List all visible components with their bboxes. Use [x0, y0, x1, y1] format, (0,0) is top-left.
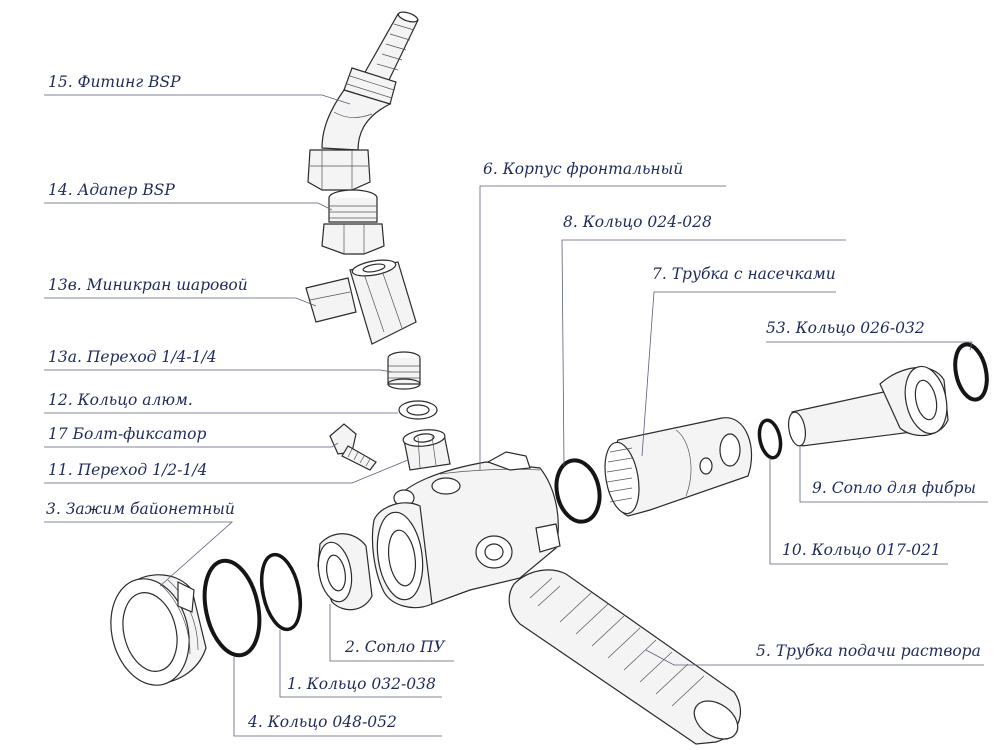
- leader-10: [769, 458, 948, 565]
- part-8-ring-024-028: [554, 458, 602, 524]
- label-8-ring-024-028: 8. Кольцо 024-028: [563, 213, 712, 231]
- part-13v-mini-ball-valve: [305, 259, 417, 345]
- part-3-bayonet-clamp: [110, 574, 207, 686]
- part-15-fitting-bsp: [307, 11, 419, 191]
- label-1-ring-032-038: 1. Кольцо 032-038: [287, 675, 436, 693]
- part-6-front-body: [371, 451, 561, 609]
- part-11-adapter: [402, 429, 451, 471]
- part-7-knurled-tube: [604, 417, 753, 517]
- leader-13v: [44, 297, 317, 307]
- part-2-pu-nozzle: [317, 533, 373, 611]
- part-5-feed-tube: [508, 569, 742, 745]
- leader-14: [44, 202, 333, 211]
- label-9-fiber-nozzle: 9. Сопло для фибры: [812, 479, 977, 497]
- part-17-bolt-fixer: [329, 423, 377, 471]
- leader-2: [329, 604, 454, 662]
- part-14-adapter-bsp: [321, 189, 385, 255]
- leader-3: [44, 521, 234, 587]
- label-11-adapter: 11. Переход 1/2-1/4: [48, 461, 208, 479]
- leader-8: [561, 239, 846, 467]
- leader-13a: [44, 369, 393, 373]
- part-12-aluminium-ring: [398, 400, 438, 420]
- label-6-front-body: 6. Корпус фронтальный: [483, 160, 684, 178]
- label-5-feed-tube: 5. Трубка подачи раствора: [756, 642, 981, 660]
- part-1-ring-032-038: [259, 552, 303, 632]
- part-4-ring-048-052: [202, 558, 262, 658]
- label-10-ring-017-021: 10. Кольцо 017-021: [782, 541, 941, 559]
- label-12-aluminium-ring: 12. Кольцо алюм.: [48, 391, 193, 409]
- label-3-bayonet-clamp: 3. Зажим байонетный: [46, 500, 235, 518]
- part-9-fiber-nozzle: [787, 365, 949, 447]
- leader-9: [799, 446, 988, 503]
- leader-17: [44, 442, 339, 448]
- part-53-ring-026-032: [953, 342, 989, 402]
- label-4-ring-048-052: 4. Кольцо 048-052: [248, 713, 397, 731]
- label-17-bolt-fixer: 17 Болт-фиксатор: [48, 425, 207, 443]
- leader-53: [766, 341, 973, 351]
- part-10-ring-017-021: [757, 418, 783, 460]
- leader-lines: [44, 94, 988, 737]
- leader-6: [479, 185, 726, 470]
- leader-5: [645, 649, 984, 666]
- leader-4: [233, 656, 442, 737]
- label-13a-adapter: 13а. Переход 1/4-1/4: [48, 348, 217, 366]
- leader-11: [44, 459, 409, 484]
- leader-15: [44, 94, 351, 105]
- leader-1: [279, 630, 442, 698]
- label-7-knurled-tube: 7. Трубка с насечками: [652, 265, 836, 283]
- label-14-adapter-bsp: 14. Адапер BSP: [48, 181, 175, 199]
- label-15-fitting-bsp: 15. Фитинг BSP: [48, 73, 181, 91]
- part-13a-adapter: [387, 351, 421, 390]
- label-13v-mini-ball-valve: 13в. Миникран шаровой: [48, 276, 248, 294]
- label-53-ring-026-032: 53. Кольцо 026-032: [766, 319, 925, 337]
- leader-7: [641, 291, 836, 457]
- label-2-pu-nozzle: 2. Сопло ПУ: [345, 638, 445, 656]
